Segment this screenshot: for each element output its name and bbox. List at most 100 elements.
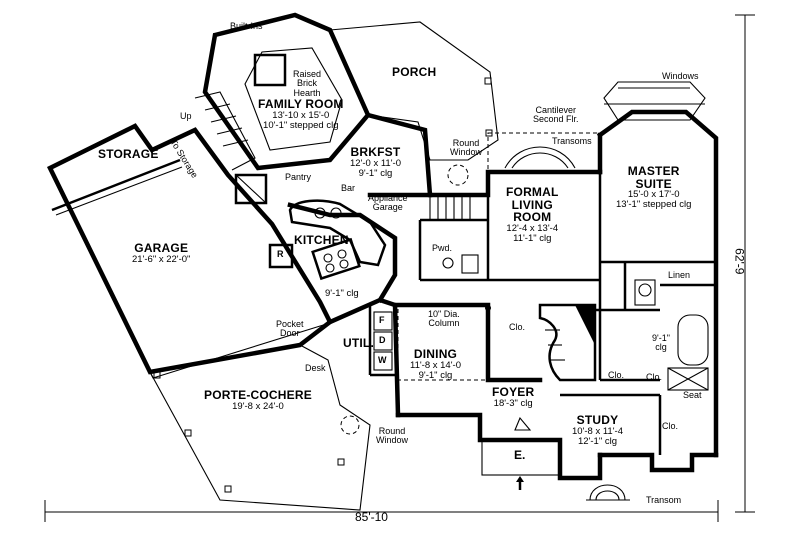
family-room-walls: [194, 12, 371, 171]
utility-appliances: [373, 311, 393, 371]
garage-dims: 21'-6" x 22'-0": [132, 253, 191, 265]
master-suite-name-1: MASTER: [627, 164, 680, 178]
bath-ceiling-note: 9'-1" clg: [652, 333, 670, 353]
seat-note: Seat: [683, 390, 702, 400]
pwd-note: Pwd.: [432, 243, 453, 253]
column-note: 10" Dia. Column: [428, 309, 460, 329]
round-window-bottom-line-1: Round: [378, 426, 406, 436]
stairs: [429, 194, 597, 382]
linen-note: Linen: [668, 270, 691, 280]
built-ins-note: Built-Ins: [230, 21, 263, 31]
round-window-bottom-line-2: Window: [376, 435, 409, 446]
dining-column-zone: [397, 304, 491, 381]
util-label: UTIL.: [343, 336, 374, 350]
brkfst-dims: 12'-0 x 11'-0: [350, 157, 401, 169]
foyer-name: FOYER: [492, 385, 535, 399]
raised-hearth-line-3: Hearth: [293, 87, 321, 98]
formal-living-ceiling: 11'-1" clg: [513, 232, 552, 244]
porte-cochere-label: PORTE-COCHERE 19'-8 x 24'-0: [204, 389, 312, 412]
overall-width-label: 85'-10: [355, 510, 388, 524]
cantilever-line-2: Second Flr.: [533, 114, 579, 125]
porte-cochere-name: PORTE-COCHERE: [204, 388, 312, 402]
transoms-note: Transoms: [552, 136, 592, 146]
kitchen-ceiling: 9'-1" clg: [325, 288, 359, 299]
family-room-name: FAMILY ROOM: [258, 97, 344, 111]
pocket-door-line-2: Door: [280, 328, 300, 339]
transom-note: Transom: [646, 495, 682, 505]
pocket-door-note: Pocket Door: [276, 319, 304, 339]
formal-living-dims: 12'-4 x 13'-4: [506, 222, 559, 234]
brkfst-label: BRKFST 12'-0 x 11'-0 9'-1" clg: [350, 146, 401, 179]
raised-hearth-line-1: Raised: [293, 69, 322, 79]
dining-label: DINING 11'-8 x 14'-0 9'-1" clg: [410, 348, 461, 381]
master-suite-label: MASTER SUITE 15'-0 x 17'-0 13'-1" steppe…: [616, 165, 691, 210]
cantilever-note: Cantilever Second Flr.: [533, 105, 579, 125]
kitchen-label: KITCHEN: [294, 233, 349, 247]
dining-dims: 11'-8 x 14'-0: [410, 359, 461, 371]
appliance-line-1: Appliance: [368, 193, 408, 203]
powder-room-fixtures: [442, 254, 479, 274]
bar-note: Bar: [341, 183, 356, 193]
column-line-2: Column: [428, 318, 460, 329]
porte-cochere-dims: 19'-8 x 24'-0: [232, 400, 284, 412]
garage-name: GARAGE: [134, 241, 189, 255]
master-suite-name-2: SUITE: [635, 176, 672, 191]
porch-label: PORCH: [392, 65, 437, 79]
windows-note: Windows: [662, 71, 699, 81]
master-suite-dims: 15'-0 x 17'-0: [627, 189, 680, 201]
raised-hearth-line-2: Brick: [297, 78, 317, 89]
study-ceiling: 12'-1" clg: [578, 435, 617, 447]
brkfst-name: BRKFST: [350, 145, 401, 159]
cantilever-line-1: Cantilever: [535, 105, 577, 115]
appliance-garage-note: Appliance Garage: [368, 193, 408, 213]
foyer-ceiling: 18'-3" clg: [493, 397, 533, 409]
garage-label: GARAGE 21'-6" x 22'-0": [132, 242, 190, 265]
formal-living-name-1: FORMAL: [506, 185, 559, 199]
master-suite-ceiling: 13'-1" stepped clg: [616, 199, 692, 211]
appliance-line-2: Garage: [372, 202, 403, 213]
kitchen-fixtures: [234, 173, 387, 281]
clo-foyer-note: Clo.: [509, 322, 526, 332]
utility-f: F: [379, 315, 385, 325]
overall-depth-label: 62'-9: [732, 248, 747, 275]
desk-note: Desk: [305, 363, 326, 373]
family-room-dims: 13'-10 x 15'-0: [272, 109, 330, 121]
study-label: STUDY 10'-8 x 11'-4 12'-1" clg: [572, 414, 623, 447]
entry-label: E.: [514, 448, 526, 462]
entry-and-transom: [340, 415, 630, 501]
clo-bath-note: Clo.: [646, 372, 663, 382]
round-window-top-line-1: Round: [452, 138, 480, 148]
overall-dimension-lines: [44, 14, 755, 522]
dining-name: DINING: [413, 347, 458, 361]
porte-cochere-outline: [149, 344, 371, 511]
bath-ceiling-line-1: 9'-1": [652, 333, 670, 343]
study-dims: 10'-8 x 11'-4: [572, 425, 623, 437]
master-bath-fixtures: [634, 279, 709, 391]
study-name: STUDY: [576, 413, 619, 427]
formal-living-name-3: ROOM: [513, 210, 552, 225]
pantry-note: Pantry: [285, 172, 312, 182]
round-window-bottom-note: Round Window: [376, 426, 409, 446]
round-window-top-note: Round Window: [450, 138, 483, 158]
brkfst-ceiling: 9'-1" clg: [358, 167, 393, 179]
raised-hearth-note: Raised Brick Hearth: [293, 69, 322, 98]
column-line-1: 10" Dia.: [428, 309, 460, 319]
utility-w: W: [378, 355, 387, 365]
clo-master-note: Clo.: [608, 370, 625, 380]
round-window-top-line-2: Window: [450, 147, 483, 158]
family-room-label: FAMILY ROOM 13'-10 x 15'-0 10'-1" steppe…: [258, 98, 344, 131]
formal-living-label: FORMAL LIVING ROOM 12'-4 x 13'-4 11'-1" …: [506, 186, 559, 244]
master-bay-windows: [487, 81, 706, 173]
ref-note: R: [277, 249, 284, 259]
family-room-ceiling: 10'-1" stepped clg: [263, 119, 339, 131]
dining-ceiling: 9'-1" clg: [418, 369, 453, 381]
up-note: Up: [180, 111, 192, 121]
bath-ceiling-line-2: clg: [655, 342, 667, 353]
utility-d: D: [379, 335, 386, 345]
foyer-label: FOYER 18'-3" clg: [492, 386, 534, 409]
clo-study-note: Clo.: [662, 421, 679, 431]
storage-label: STORAGE: [98, 147, 159, 161]
pocket-door-line-1: Pocket: [276, 319, 304, 329]
formal-living-name-2: LIVING: [511, 197, 553, 212]
